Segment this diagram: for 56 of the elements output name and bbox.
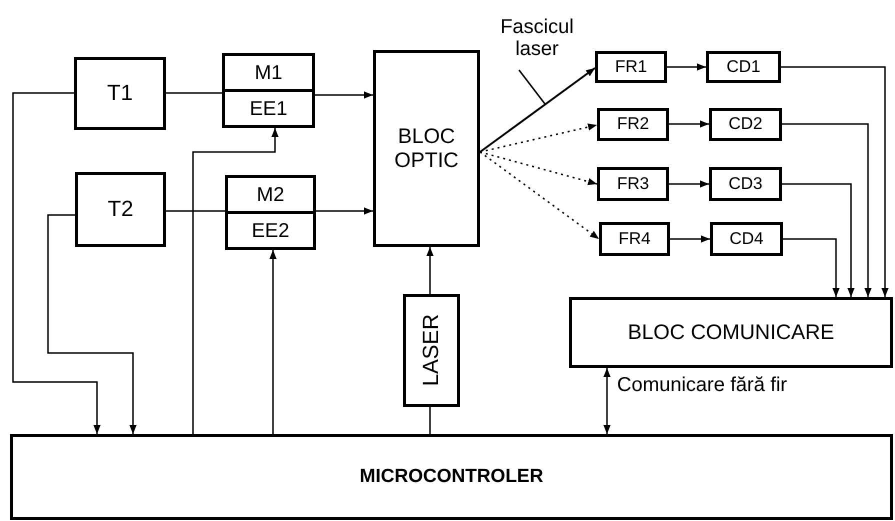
block-box [599, 222, 670, 256]
block-label: FR1 [614, 58, 648, 76]
block-label: FR3 [616, 174, 650, 194]
block-box [709, 108, 782, 141]
block-label: T2 [108, 197, 134, 222]
leader-line [518, 70, 546, 104]
block-box [709, 167, 782, 201]
annotation-text: Fascicul laser [499, 16, 575, 60]
arrow [670, 235, 710, 243]
arrow [782, 123, 872, 297]
block-label: M2 [256, 184, 284, 206]
block-box [222, 53, 315, 128]
arrow [480, 124, 598, 153]
block-box [75, 172, 166, 247]
arrow [782, 183, 855, 297]
block-label: LASER [419, 314, 444, 387]
optical-block [373, 50, 480, 247]
arrow [316, 207, 373, 215]
microcontroller-box [10, 434, 893, 520]
arrow [47, 214, 137, 434]
arrow [667, 63, 706, 71]
block-label: BLOC OPTIC [393, 125, 460, 172]
arrow [603, 368, 611, 434]
arrow [480, 151, 598, 186]
block-box [597, 108, 669, 141]
arrow [12, 92, 101, 434]
block-label: CD2 [728, 115, 762, 134]
communication-block [569, 297, 893, 368]
arrow [783, 238, 840, 297]
block-label: CD3 [728, 174, 762, 194]
block-box [225, 175, 316, 250]
block-label: FR2 [616, 115, 650, 134]
laser-box [403, 294, 460, 407]
arrow [426, 247, 434, 294]
arrow [269, 250, 277, 434]
block-label: CD1 [726, 58, 760, 76]
block-label: MICROCONTROLER [360, 466, 544, 488]
block-box [74, 57, 166, 130]
block-label: BLOC COMUNICARE [628, 320, 834, 344]
arrow [479, 67, 596, 153]
block-label: T1 [107, 81, 133, 106]
arrow [192, 128, 279, 434]
block-label: FR4 [618, 230, 651, 248]
block-box [706, 51, 781, 83]
arrow [480, 151, 600, 240]
arrow [781, 66, 889, 297]
arrow [669, 180, 709, 188]
block-label: CD4 [729, 230, 764, 248]
block-box [597, 167, 669, 201]
block-label: EE1 [250, 98, 288, 120]
block-box [595, 51, 667, 83]
block-box [710, 222, 783, 256]
arrow [315, 91, 373, 99]
block-label: M1 [254, 62, 282, 84]
block-label: EE2 [252, 220, 290, 242]
arrow [669, 120, 709, 128]
